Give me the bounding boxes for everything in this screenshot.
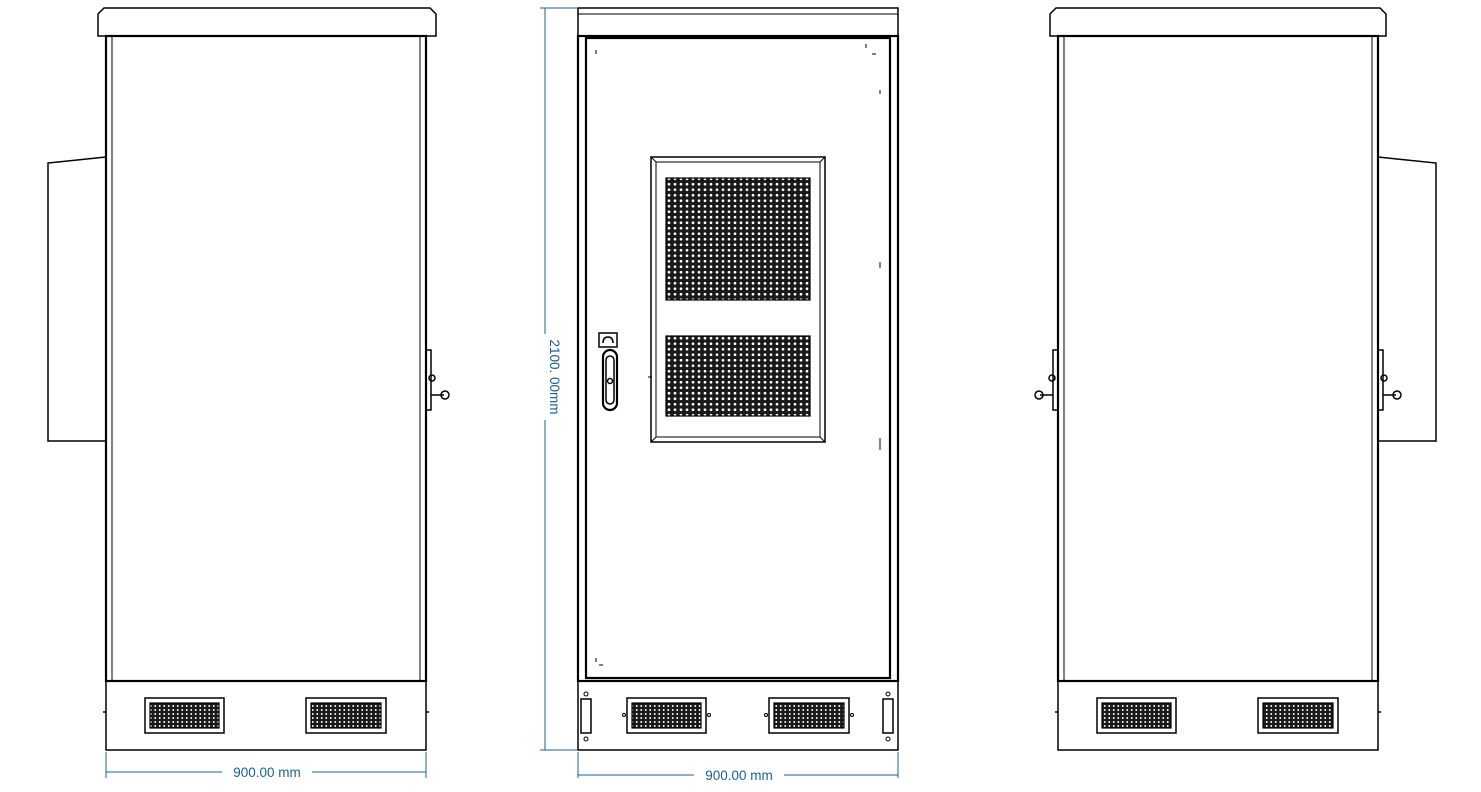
vent-grille-left (144, 697, 225, 734)
base-side-slot-right (882, 691, 894, 742)
left-side-view (47, 7, 450, 751)
right-cabinet-body (1056, 34, 1380, 683)
right-air-conditioner-unit (1377, 156, 1437, 442)
right-vent-grille-left (1096, 697, 1177, 734)
front-view (576, 7, 900, 751)
right-roof-cap (1049, 7, 1387, 37)
vent-grille-right (305, 697, 387, 734)
cabinet-body (104, 34, 428, 683)
front-vent-grille-right (764, 697, 854, 734)
mesh-filter-lower (665, 335, 811, 417)
mesh-filter-upper (665, 177, 811, 301)
front-door (584, 36, 892, 680)
door-handle-side (425, 349, 450, 411)
left-width-dimension: 900.00 mm (105, 752, 427, 780)
door-hinge-marks (595, 44, 881, 666)
door-lock-handle (598, 332, 652, 412)
top-cap (577, 7, 899, 37)
front-width-label: 900.00 mm (705, 768, 773, 783)
air-conditioner-unit (47, 156, 107, 442)
front-vent-grille-left (622, 697, 711, 734)
front-base-plinth (577, 680, 899, 751)
right-door-handle-left (1034, 349, 1059, 411)
front-height-dimension: 2100. 00mm (540, 7, 578, 751)
right-side-view (1034, 7, 1437, 751)
left-width-label: 900.00 mm (233, 765, 301, 780)
front-height-label: 2100. 00mm (547, 339, 562, 414)
base-plinth (105, 680, 427, 751)
right-base-plinth (1057, 680, 1379, 751)
base-side-slot-left (580, 691, 592, 742)
ventilation-panel (650, 156, 826, 443)
roof-cap (97, 7, 437, 37)
right-door-handle-right (1377, 349, 1402, 411)
front-width-dimension: 900.00 mm (577, 752, 899, 783)
right-vent-grille-right (1257, 697, 1339, 734)
